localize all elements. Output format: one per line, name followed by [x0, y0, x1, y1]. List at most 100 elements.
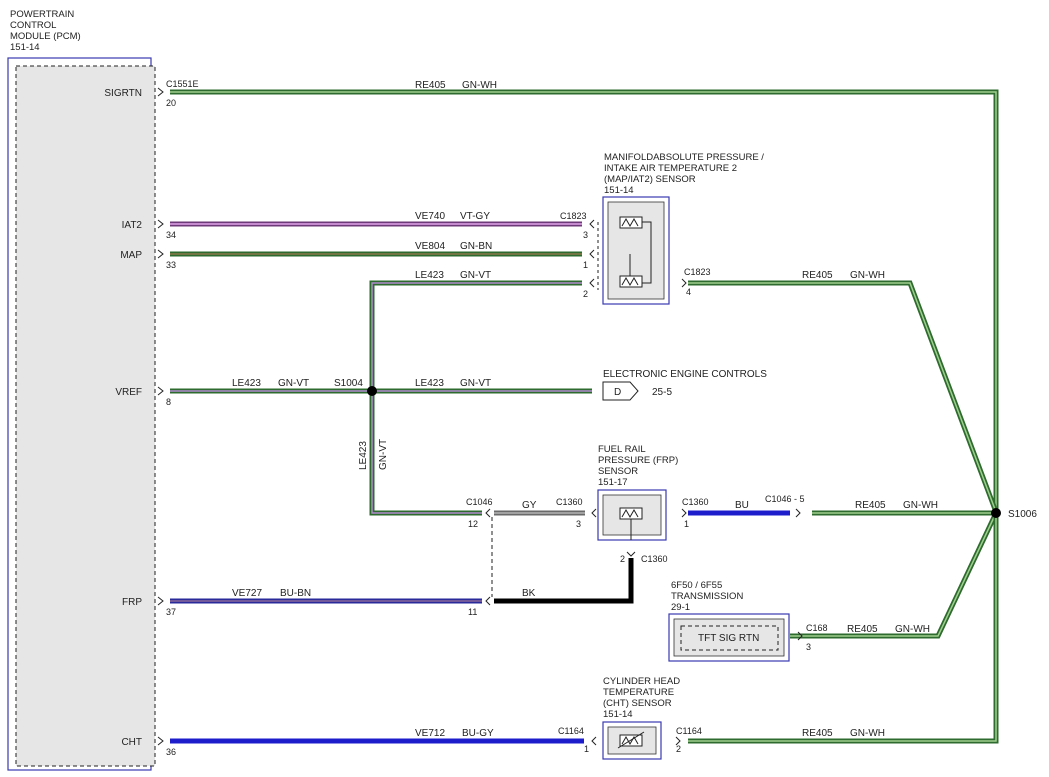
wire-vref-vertical-circuit: LE423	[358, 441, 369, 470]
wire-sigrtn-color: GN-WH	[462, 80, 497, 91]
frp-sensor-title-line-3: SENSOR	[598, 466, 638, 477]
frp-c1046-5-label: C1046 - 5	[765, 494, 805, 504]
eec-arrow[interactable]	[602, 381, 639, 401]
cht-connector-out: C1164	[676, 726, 702, 736]
map-sensor-title-line-4: 151-14	[604, 185, 634, 196]
wire-vref-right-circuit: LE423	[415, 378, 444, 389]
cht-title-line-4: 151-14	[603, 709, 633, 720]
wire-cht-return[interactable]	[688, 513, 999, 744]
map-sensor-connector-in: C1823	[560, 211, 587, 221]
wire-map-return-color: GN-WH	[850, 270, 885, 281]
cht-connector-in: C1164	[558, 726, 584, 736]
pin-number-34: 34	[166, 230, 176, 240]
map-sensor-box[interactable]	[597, 196, 670, 305]
wire-map-ref-circuit: LE423	[415, 270, 444, 281]
pcm-module[interactable]: POWERTRAIN CONTROL MODULE (PCM) 151-14	[7, 9, 156, 771]
wire-vref-left-color: GN-VT	[278, 378, 309, 389]
cht-pin-2: 2	[676, 744, 681, 754]
wire-map-ref-color: GN-VT	[460, 270, 491, 281]
pin-number-8: 8	[166, 397, 171, 407]
wire-trans-return-circuit: RE405	[847, 624, 878, 635]
pcm-pin-chevrons	[157, 87, 164, 746]
pin-name-sigrtn: SIGRTN	[104, 88, 142, 99]
frp-pin-11: 11	[468, 607, 477, 617]
map-sensor-pin-1: 1	[583, 260, 588, 270]
splice-s1004-label: S1004	[334, 378, 363, 389]
pin-name-iat2: IAT2	[122, 220, 143, 231]
frp-sensor-box[interactable]	[597, 489, 667, 541]
wire-cht-color: BU-GY	[462, 728, 494, 739]
pin-number-20: 20	[166, 98, 176, 108]
splice-s1006-label: S1006	[1008, 509, 1037, 520]
frp-chevrons	[485, 508, 801, 606]
trans-title-line-3: 29-1	[671, 602, 690, 613]
pcm-inner	[15, 65, 156, 767]
pcm-title-line-2: CONTROL	[10, 20, 56, 31]
map-sensor-title-line-1: MANIFOLDABSOLUTE PRESSURE /	[604, 152, 764, 163]
pin-number-36: 36	[166, 747, 176, 757]
pcm-connector-label: C1551E	[166, 79, 199, 89]
wire-sigrtn[interactable]	[170, 89, 999, 512]
frp-pin-3: 3	[576, 519, 581, 529]
wire-trans-return-color: GN-WH	[895, 624, 930, 635]
wire-vref-trunk[interactable]	[369, 280, 582, 516]
map-sensor-pin-2: 2	[583, 289, 588, 299]
wire-sigrtn-circuit: RE405	[415, 80, 446, 91]
eec-ref: 25-5	[652, 387, 672, 398]
pin-name-map: MAP	[120, 250, 142, 261]
pcm-title-line-4: 151-14	[10, 42, 40, 53]
transmission-box[interactable]	[668, 613, 790, 662]
pin-name-vref: VREF	[115, 387, 142, 398]
pin-number-33: 33	[166, 260, 176, 270]
frp-pin-2: 2	[620, 554, 625, 564]
wire-cht-return-circuit: RE405	[802, 728, 833, 739]
frp-sensor-title-line-2: PRESSURE (FRP)	[598, 455, 678, 466]
wire-map-return-circuit: RE405	[802, 270, 833, 281]
wire-cht-circuit: VE712	[415, 728, 445, 739]
wire-frp-bk-color: BK	[522, 588, 536, 599]
pin-number-37: 37	[166, 607, 176, 617]
wire-vref-right-color: GN-VT	[460, 378, 491, 389]
wire-frp-return-color: GN-WH	[903, 500, 938, 511]
map-sensor-pin-3: 3	[583, 230, 588, 240]
frp-c1360-bottom-label: C1360	[641, 554, 668, 564]
pin-name-cht: CHT	[121, 737, 142, 748]
wire-iat2-circuit: VE740	[415, 211, 445, 222]
wire-map-return[interactable]	[688, 280, 999, 513]
trans-title-line-2: TRANSMISSION	[671, 591, 743, 602]
frp-c1360-out-label: C1360	[682, 497, 709, 507]
wire-frp-signal-color: BU-BN	[280, 588, 311, 599]
wire-trans-return[interactable]	[790, 511, 999, 639]
splice-s1006[interactable]	[991, 508, 1001, 518]
cht-sensor-box[interactable]	[602, 721, 662, 760]
map-sensor-title-line-3: (MAP/IAT2) SENSOR	[604, 174, 696, 185]
trans-chevron	[797, 631, 803, 641]
eec-arrow-label: D	[614, 387, 621, 398]
pin-name-frp: FRP	[122, 597, 142, 608]
wire-frp-signal-circuit: VE727	[232, 588, 262, 599]
wire-frp-bk[interactable]	[494, 558, 634, 604]
cht-pin-1: 1	[584, 744, 589, 754]
wire-cht-return-color: GN-WH	[850, 728, 885, 739]
cht-title-line-2: TEMPERATURE	[603, 687, 674, 698]
trans-inner-label: TFT SIG RTN	[698, 633, 759, 644]
trans-connector: C168	[806, 623, 828, 633]
pcm-title-line-1: POWERTRAIN	[10, 9, 74, 20]
cht-title-line-1: CYLINDER HEAD	[603, 676, 680, 687]
cht-chevrons	[591, 736, 681, 746]
map-sensor-connector-out: C1823	[684, 267, 711, 277]
eec-title: ELECTRONIC ENGINE CONTROLS	[603, 369, 767, 380]
trans-title-line-1: 6F50 / 6F55	[671, 580, 722, 591]
pcm-title-line-3: MODULE (PCM)	[10, 31, 81, 42]
splice-s1004[interactable]	[367, 386, 377, 396]
frp-sensor-title-line-1: FUEL RAIL	[598, 444, 646, 455]
map-sensor-title-line-2: INTAKE AIR TEMPERATURE 2	[604, 163, 737, 174]
wire-map-circuit: VE804	[415, 241, 445, 252]
wire-frp-gy-color: GY	[522, 500, 537, 511]
wire-frp-return-circuit: RE405	[855, 500, 886, 511]
wire-frp-bu-color: BU	[735, 500, 749, 511]
frp-c1360-in-label: C1360	[556, 497, 583, 507]
wire-map-color: GN-BN	[460, 241, 492, 252]
frp-sensor-title-line-4: 151-17	[598, 477, 628, 488]
